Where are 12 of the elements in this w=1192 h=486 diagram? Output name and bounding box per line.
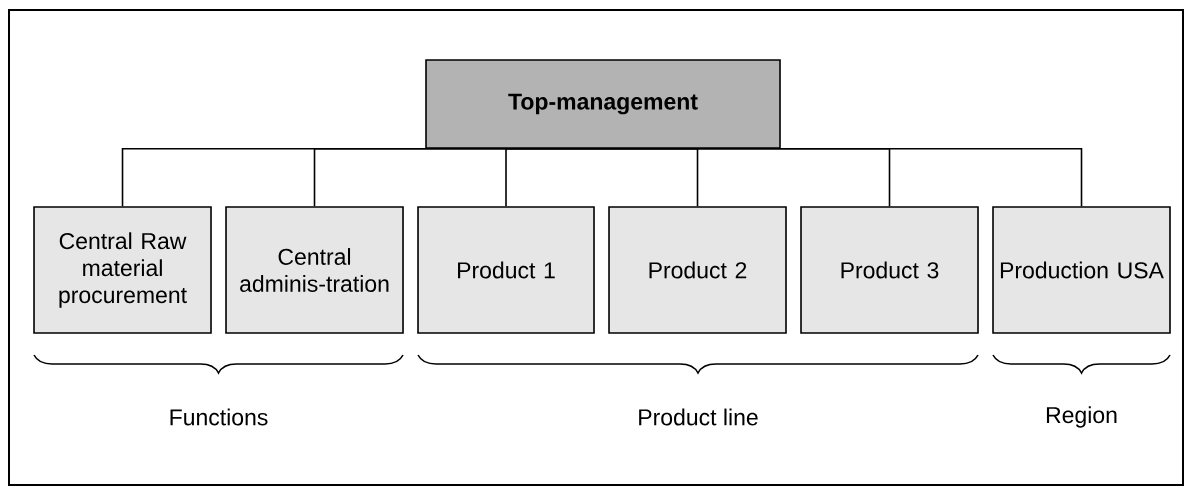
unit-box: Product 1	[417, 206, 595, 334]
management-box: Top-management	[425, 59, 781, 149]
unit-box: Product 3	[800, 206, 979, 334]
connector	[602, 148, 1083, 207]
unit-box: Central Raw material procurement	[33, 206, 212, 334]
group-label: Region	[1046, 406, 1117, 428]
unit-box: Product 2	[608, 206, 787, 334]
connector	[505, 148, 604, 207]
group-label: Functions	[170, 408, 268, 426]
group-label: Product line	[639, 408, 758, 426]
unit-box: Production USA	[992, 206, 1171, 334]
unit-box: Central adminis-tration	[225, 206, 404, 334]
